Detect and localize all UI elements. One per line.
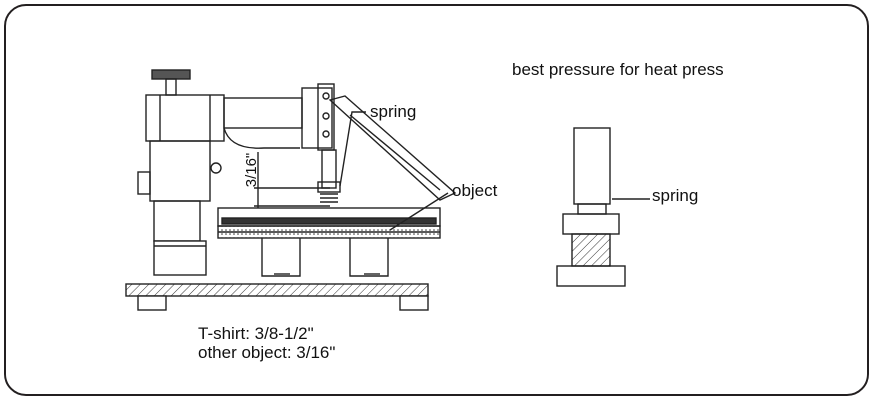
horizontal-arm: [223, 97, 303, 129]
spring-detail: [556, 127, 650, 287]
support-left: [261, 238, 301, 277]
top-knob: [151, 69, 191, 80]
gap-dimension-label: 3/16": [243, 152, 260, 188]
object-leader: [389, 192, 449, 231]
object-label: object: [452, 181, 498, 200]
knob-stem: [165, 78, 177, 96]
column-lower: [153, 200, 201, 242]
detail-nut-top: [562, 213, 620, 235]
support-right: [349, 238, 389, 277]
swing-head: [301, 87, 333, 149]
handle: [328, 95, 457, 201]
diagram-title: best pressure for heat press: [512, 60, 724, 79]
foot-left: [137, 295, 167, 311]
detail-base: [556, 265, 626, 287]
spring-leader-left: [339, 111, 366, 187]
tshirt-pressure-note: T-shirt: 3/8-1/2": [198, 324, 314, 343]
spring-label-left: spring: [370, 102, 417, 121]
detail-spring: [571, 233, 611, 267]
base-plate: [125, 283, 429, 297]
detail-rod: [573, 127, 611, 205]
column-upper: [149, 140, 211, 202]
heat-press-machine: [125, 69, 457, 311]
spring-label-right: spring: [652, 186, 699, 205]
foot-right: [399, 295, 429, 311]
other-object-pressure-note: other object: 3/16": [198, 343, 336, 362]
upper-arm-block: [145, 94, 225, 142]
spring-coil-left: [320, 193, 338, 203]
diagram-frame: [4, 4, 869, 396]
detail-collar: [577, 203, 607, 215]
